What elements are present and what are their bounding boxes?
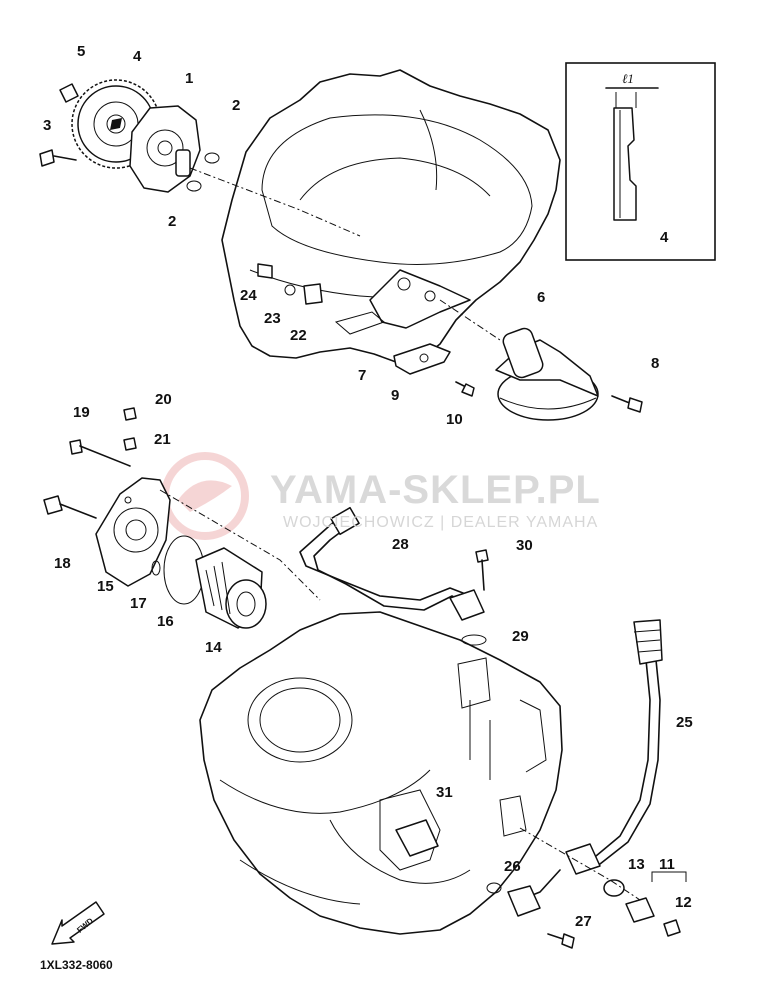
leader-pump bbox=[189, 167, 361, 237]
callout-4: 4 bbox=[133, 48, 142, 65]
leader-filter bbox=[159, 489, 321, 601]
callout-17: 17 bbox=[130, 595, 147, 612]
bolt-8 bbox=[611, 395, 643, 413]
callout-6: 6 bbox=[537, 289, 546, 306]
callout-9: 9 bbox=[391, 387, 400, 404]
clip-5 bbox=[59, 83, 79, 103]
callout-19: 19 bbox=[73, 404, 90, 421]
o-ring-17 bbox=[151, 560, 161, 576]
watermark-subtitle: WOJCIECHOWICZ | DEALER YAMAHA bbox=[283, 514, 599, 531]
callout-5: 5 bbox=[77, 43, 86, 60]
o-rings-2 bbox=[186, 152, 220, 192]
callout-1: 1 bbox=[185, 70, 194, 87]
o-ring-26 bbox=[486, 882, 502, 894]
callout-11: 11 bbox=[659, 856, 675, 873]
callout-30: 30 bbox=[516, 537, 533, 554]
callout-18: 18 bbox=[54, 555, 71, 572]
callout-24: 24 bbox=[240, 287, 257, 304]
catalog-code: 1XL332-8060 bbox=[40, 958, 113, 972]
callout-28: 28 bbox=[392, 536, 409, 553]
washer-13 bbox=[603, 879, 625, 897]
oil-pump-body bbox=[129, 105, 201, 193]
callout-23: 23 bbox=[264, 310, 281, 327]
callout-4: 4 bbox=[660, 229, 669, 246]
leader-hose bbox=[519, 827, 641, 901]
callout-2: 2 bbox=[232, 97, 241, 114]
oil-filter-cover bbox=[95, 477, 171, 587]
bolt-12 bbox=[663, 919, 681, 937]
callout-21: 21 bbox=[154, 431, 171, 448]
oil-hose-25 bbox=[519, 619, 663, 901]
callout-2: 2 bbox=[168, 213, 177, 230]
detail-inset bbox=[565, 62, 716, 261]
callout-13: 13 bbox=[628, 856, 645, 873]
bolt-19 bbox=[69, 439, 131, 467]
lower-crankcase bbox=[199, 611, 563, 935]
fwd-arrow-icon bbox=[51, 901, 105, 945]
oil-pipe-28 bbox=[299, 506, 485, 621]
callout-31: 31 bbox=[436, 784, 453, 801]
bolt-3 bbox=[39, 149, 77, 167]
callout-29: 29 bbox=[512, 628, 529, 645]
bolt-18 bbox=[43, 495, 97, 519]
callout-3: 3 bbox=[43, 117, 52, 134]
plate-9 bbox=[393, 343, 451, 375]
watermark-logo bbox=[161, 452, 249, 540]
gasket-29 bbox=[461, 634, 487, 646]
callout-22: 22 bbox=[290, 327, 307, 344]
callout-15: 15 bbox=[97, 578, 114, 595]
callout-27: 27 bbox=[575, 913, 592, 930]
callout-16: 16 bbox=[157, 613, 174, 630]
callout-20: 20 bbox=[155, 391, 172, 408]
bolt-30 bbox=[475, 549, 489, 591]
callout-12: 12 bbox=[675, 894, 692, 911]
parts-22-24 bbox=[257, 263, 323, 305]
oil-filter-element bbox=[195, 547, 267, 629]
inset-dimension-label: ℓ1 bbox=[622, 71, 634, 86]
callout-25: 25 bbox=[676, 714, 693, 731]
callout-14: 14 bbox=[205, 639, 222, 656]
washer-21 bbox=[123, 437, 137, 451]
callout-7: 7 bbox=[358, 367, 367, 384]
oil-strainer bbox=[495, 327, 599, 421]
callout-8: 8 bbox=[651, 355, 660, 372]
bolt-10 bbox=[455, 381, 475, 397]
callout-10: 10 bbox=[446, 411, 463, 428]
leader-strainer bbox=[439, 299, 501, 341]
upper-crankcase bbox=[221, 69, 561, 363]
union-bolt bbox=[507, 885, 541, 917]
washer-20 bbox=[123, 407, 137, 421]
callout-26: 26 bbox=[504, 858, 521, 875]
bolt-27 bbox=[547, 933, 575, 949]
watermark-title: YAMA-SKLEP.PL bbox=[270, 468, 601, 512]
